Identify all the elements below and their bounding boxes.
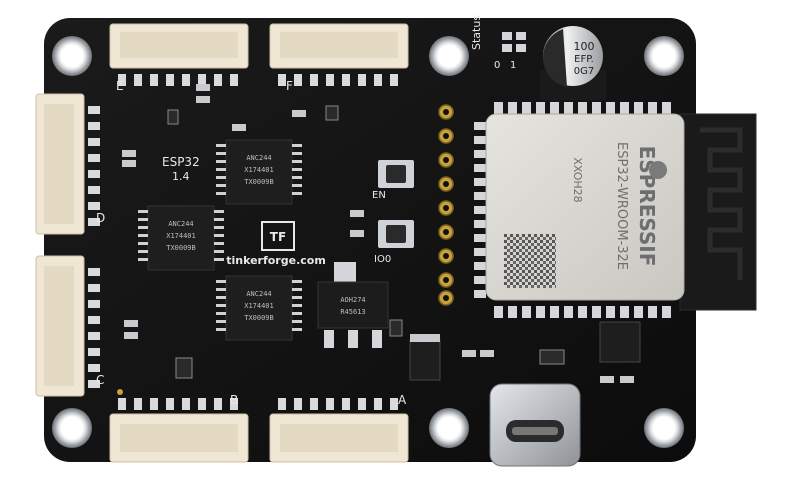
connector-d[interactable] (35, 93, 85, 235)
ic2-line2: X174401 (166, 232, 196, 240)
electrolytic-capacitor: 100 EFP. 0G7 (540, 26, 606, 100)
connector-e[interactable] (109, 23, 249, 69)
gpio-header-pads (438, 104, 454, 306)
port-a-label: A (398, 393, 407, 407)
button-io0-label: IO0 (374, 254, 391, 265)
led-0-label: 0 (494, 60, 500, 71)
capacitor-line1: 100 (574, 40, 595, 53)
port-c-label: C (96, 373, 104, 387)
model-label: ESP32 (162, 155, 200, 169)
io0-button[interactable] (378, 220, 414, 248)
brand-label: tinkerforge.com (226, 254, 326, 267)
connector-a[interactable] (269, 413, 409, 463)
status-leds (502, 32, 526, 52)
module-pads (474, 102, 671, 318)
status-label: Status (470, 15, 483, 50)
capacitor-line3: 0G7 (574, 66, 594, 77)
ic1-line1: ANC244 (246, 154, 271, 162)
voltage-regulator: AOH274 R45613 (317, 262, 389, 348)
ic3-line1: ANC244 (246, 290, 271, 298)
module-code: XXOH28 (571, 157, 584, 202)
connector-pads (88, 74, 398, 410)
smd-components (122, 84, 641, 383)
regulator-line1: AOH274 (340, 296, 365, 304)
version-label: 1.4 (172, 170, 190, 183)
connector-f[interactable] (269, 23, 409, 69)
port-e-label: E (116, 79, 124, 93)
ic3-line3: TX0009B (244, 314, 274, 322)
ic1-line2: X174401 (244, 166, 274, 174)
connector-b[interactable] (109, 413, 249, 463)
ic2-line1: ANC244 (168, 220, 193, 228)
tinkerforge-logo-icon (261, 221, 295, 251)
level-shifter-ic-3: ANC244 X174401 TX0009B (216, 275, 302, 341)
button-en-label: EN (372, 190, 386, 201)
port-f-label: F (286, 79, 293, 93)
level-shifter-ic-1: ANC244 X174401 TX0009B (216, 139, 302, 205)
ic3-line2: X174401 (244, 302, 274, 310)
usb-c-connector[interactable] (489, 383, 581, 467)
logo-text: TF (270, 230, 286, 244)
module-model: ESP32-WROOM-32E (614, 142, 629, 270)
mounting-holes (52, 36, 684, 448)
esp32-module-shield: ESPRESSIF ESP32-WROOM-32E XXOH28 (485, 113, 685, 301)
en-button[interactable] (378, 160, 414, 188)
capacitor-line2: EFP. (574, 54, 594, 65)
espressif-logo-icon (649, 161, 667, 179)
regulator-line2: R45613 (340, 308, 365, 316)
ic2-line3: TX0009B (166, 244, 196, 252)
ic1-line3: TX0009B (244, 178, 274, 186)
port-d-label: D (96, 211, 105, 225)
led-1-label: 1 (510, 60, 516, 71)
connector-c[interactable] (35, 255, 85, 397)
level-shifter-ic-2: ANC244 X174401 TX0009B (138, 205, 224, 271)
port-b-label: B (230, 393, 238, 407)
